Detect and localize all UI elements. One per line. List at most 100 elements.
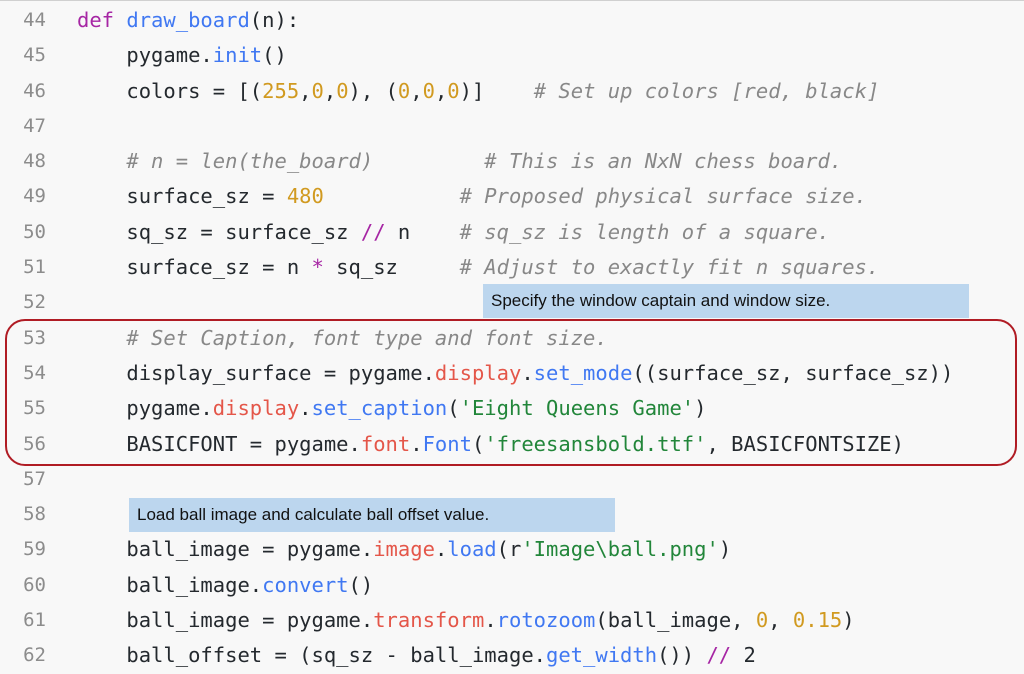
line-number: 53 bbox=[23, 326, 46, 349]
line-number: 55 bbox=[23, 397, 46, 420]
code-line: 62 ball_offset = (sq_sz - ball_image.get… bbox=[0, 638, 1024, 673]
code-text: # n = len(the_board) # This is an NxN ch… bbox=[77, 144, 842, 179]
code-token: 0 bbox=[397, 78, 411, 103]
annotation-ball-note: Load ball image and calculate ball offse… bbox=[129, 498, 615, 532]
code-line: 50 sq_sz = surface_sz // n # sq_sz is le… bbox=[0, 215, 1024, 250]
code-line: 56 BASICFONT = pygame.font.Font('freesan… bbox=[0, 427, 1024, 462]
code-line: 54 display_surface = pygame.display.set_… bbox=[0, 356, 1024, 391]
code-text: ball_image = pygame.transform.rotozoom(b… bbox=[77, 603, 855, 638]
code-line: 53 # Set Caption, font type and font siz… bbox=[0, 321, 1024, 356]
code-line: 59 ball_image = pygame.image.load(r'Imag… bbox=[0, 532, 1024, 567]
code-token: ( bbox=[471, 431, 485, 456]
line-number: 46 bbox=[23, 79, 46, 102]
code-token: ) bbox=[694, 396, 707, 421]
code-token: display bbox=[434, 360, 522, 385]
line-number: 45 bbox=[23, 44, 46, 67]
line-number: 57 bbox=[23, 467, 46, 490]
code-text: ball_image.convert() bbox=[77, 568, 373, 603]
code-token: , BASICFONTSIZE) bbox=[706, 431, 904, 456]
code-token: # Adjust to exactly fit n squares. bbox=[459, 255, 880, 280]
code-text: ball_image = pygame.image.load(r'Image\b… bbox=[77, 532, 731, 567]
code-token: // bbox=[360, 219, 386, 244]
code-token: , bbox=[299, 78, 312, 103]
code-token bbox=[324, 184, 460, 208]
code-token: 'Eight Queens Game' bbox=[459, 396, 695, 421]
code-token: 0.15 bbox=[792, 608, 843, 633]
code-token: display_surface = pygame. bbox=[77, 360, 435, 385]
line-number: 47 bbox=[23, 114, 46, 137]
code-token: BASICFONT = pygame. bbox=[77, 431, 361, 456]
code-text: def draw_board(n): bbox=[77, 3, 299, 38]
line-number: 51 bbox=[23, 256, 46, 279]
code-token: def bbox=[77, 8, 127, 32]
code-token: n bbox=[385, 219, 460, 244]
code-line: 52 bbox=[0, 285, 1024, 320]
code-line: 46 colors = [(255,0,0), (0,0,0)] # Set u… bbox=[0, 74, 1024, 109]
code-token: sq_sz = surface_sz bbox=[77, 219, 361, 244]
code-token: ) bbox=[842, 608, 855, 633]
line-number: 52 bbox=[23, 291, 46, 314]
line-number: 60 bbox=[23, 573, 46, 596]
line-number: 54 bbox=[23, 361, 46, 384]
code-text: display_surface = pygame.display.set_mod… bbox=[77, 356, 953, 391]
code-token: 255 bbox=[262, 78, 300, 103]
code-token: , bbox=[768, 608, 793, 633]
code-token: 0 bbox=[311, 78, 324, 103]
code-line: 49 surface_sz = 480 # Proposed physical … bbox=[0, 179, 1024, 214]
code-token: ), ( bbox=[348, 78, 398, 103]
code-token: surface_sz = n bbox=[77, 255, 312, 280]
code-token: * bbox=[311, 255, 324, 280]
code-token: ) bbox=[718, 537, 732, 562]
code-line: 48 # n = len(the_board) # This is an NxN… bbox=[0, 144, 1024, 179]
code-token: ()) bbox=[657, 643, 707, 668]
code-token: set_mode bbox=[533, 360, 633, 385]
code-token: (r bbox=[496, 537, 522, 562]
top-border bbox=[0, 0, 1024, 1]
code-token: surface_sz = bbox=[77, 184, 287, 209]
line-number: 59 bbox=[23, 538, 46, 561]
code-token: . bbox=[410, 431, 423, 456]
code-token: sq_sz bbox=[323, 255, 460, 280]
code-token: # Proposed physical surface size. bbox=[459, 184, 867, 209]
code-token: 0 bbox=[755, 608, 769, 633]
code-token: colors = [( bbox=[77, 78, 263, 103]
code-token: init bbox=[212, 43, 263, 68]
code-line: 45 pygame.init() bbox=[0, 38, 1024, 73]
code-text: surface_sz = n * sq_sz # Adjust to exact… bbox=[77, 250, 879, 285]
code-token: 'Image\ball.png' bbox=[521, 537, 719, 562]
code-token: ( bbox=[447, 396, 460, 421]
code-token: (ball_image, bbox=[595, 608, 756, 633]
code-line: 55 pygame.display.set_caption('Eight Que… bbox=[0, 391, 1024, 426]
code-text: surface_sz = 480 # Proposed physical sur… bbox=[77, 179, 867, 214]
code-token: 0 bbox=[336, 78, 349, 103]
code-token: , bbox=[434, 78, 448, 103]
code-line: 51 surface_sz = n * sq_sz # Adjust to ex… bbox=[0, 250, 1024, 285]
code-token: rotozoom bbox=[496, 608, 596, 633]
code-token: ball_image. bbox=[77, 572, 263, 597]
code-token: pygame. bbox=[77, 43, 213, 68]
line-number: 48 bbox=[23, 150, 46, 173]
line-number: 49 bbox=[23, 185, 46, 208]
code-token: 'freesansbold.ttf' bbox=[484, 431, 707, 456]
code-text: pygame.init() bbox=[77, 38, 287, 73]
code-text: BASICFONT = pygame.font.Font('freesansbo… bbox=[77, 427, 904, 462]
code-text: sq_sz = surface_sz // n # sq_sz is lengt… bbox=[77, 215, 830, 250]
code-token: // bbox=[706, 643, 732, 668]
code-token: 0 bbox=[447, 78, 460, 103]
line-number: 61 bbox=[23, 609, 46, 632]
code-token: 2 bbox=[731, 643, 756, 668]
code-token: ball_image = pygame. bbox=[77, 608, 374, 633]
code-token: Font bbox=[422, 431, 472, 456]
code-token: font bbox=[360, 431, 411, 456]
code-token: () bbox=[348, 572, 374, 597]
code-token: # Set Caption, font type and font size. bbox=[126, 325, 608, 350]
code-token: (n): bbox=[249, 8, 300, 32]
code-token: . bbox=[521, 360, 534, 385]
code-line: 60 ball_image.convert() bbox=[0, 568, 1024, 603]
code-token: () bbox=[262, 43, 287, 68]
code-text: colors = [(255,0,0), (0,0,0)] # Set up c… bbox=[77, 74, 879, 109]
line-number: 50 bbox=[23, 220, 46, 243]
code-token: )] bbox=[459, 78, 534, 103]
